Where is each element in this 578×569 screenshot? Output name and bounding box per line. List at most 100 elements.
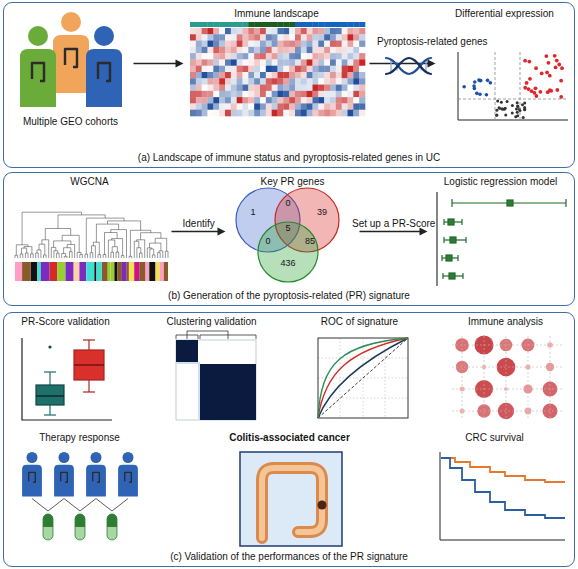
heatmap-cell xyxy=(336,85,342,92)
heatmap-cell xyxy=(283,72,289,79)
heatmap-cell xyxy=(283,41,289,48)
person-body xyxy=(86,465,106,497)
volcano-point xyxy=(514,115,517,118)
pill-capsule xyxy=(43,514,53,527)
heatmap-cell xyxy=(266,85,272,92)
heatmap-cell xyxy=(231,78,237,85)
heatmap-cell xyxy=(324,41,330,48)
module-color-bar xyxy=(149,262,155,281)
heatmap-cell xyxy=(359,85,365,92)
heatmap-cell xyxy=(219,78,225,85)
heatmap-cell xyxy=(283,66,289,73)
heatmap-cell xyxy=(301,59,307,66)
volcano-point xyxy=(504,113,507,116)
step-box: Immune analysis xyxy=(440,316,572,424)
pill-capsule xyxy=(75,514,85,540)
heatmap-cell xyxy=(243,78,249,85)
heatmap-cell xyxy=(283,97,289,104)
step-box: Colitis-associated cancer xyxy=(210,432,370,548)
heatmap-cell xyxy=(208,53,214,60)
step-title: Differential expression xyxy=(438,8,572,20)
heatmap-cell xyxy=(348,34,354,41)
volcano-point xyxy=(559,79,563,83)
person-head xyxy=(27,452,38,463)
heatmap-cell xyxy=(237,110,243,117)
annotation-bar xyxy=(348,22,354,27)
heatmap-cell xyxy=(330,34,336,41)
heatmap-cell xyxy=(295,97,301,104)
heatmap-cell xyxy=(330,110,336,117)
heatmap-cell xyxy=(260,34,266,41)
heatmap-cell xyxy=(353,72,359,79)
heatmap-cell xyxy=(260,59,266,66)
module-color-bar xyxy=(96,262,101,281)
consensus-matrix xyxy=(176,331,256,420)
roc-plot xyxy=(318,338,408,418)
arrow-head xyxy=(218,228,226,236)
arrow-line xyxy=(172,231,219,233)
heatmap-cell xyxy=(219,97,225,104)
annotation-bar xyxy=(190,22,196,27)
annotation-bar xyxy=(272,22,278,27)
heatmap-cell xyxy=(289,110,295,117)
heatmap-cell xyxy=(243,28,249,35)
annotation-bar xyxy=(283,22,289,27)
heatmap-cell xyxy=(324,59,330,66)
heatmap-cell xyxy=(243,66,249,73)
heatmap-cell xyxy=(202,85,208,92)
forest-plot xyxy=(465,237,466,243)
step-title: Multiple GEO cohorts xyxy=(10,116,132,128)
volcano-axes xyxy=(458,52,459,120)
annotation-bar xyxy=(219,22,225,27)
heatmap-cell xyxy=(353,110,359,117)
forest-plot xyxy=(446,255,452,261)
heatmap-cell xyxy=(313,53,319,60)
heatmap-cell xyxy=(190,66,196,73)
heatmap-cell xyxy=(272,53,278,60)
heatmap-cell xyxy=(342,72,348,79)
heatmap-cell xyxy=(266,53,272,60)
heatmap-cell xyxy=(359,78,365,85)
arrow-line xyxy=(134,63,177,65)
heatmap-cell xyxy=(295,72,301,79)
heatmap-cell xyxy=(243,110,249,117)
heatmap-cell xyxy=(260,97,266,104)
heatmap-cell xyxy=(336,72,342,79)
colon-icon xyxy=(32,63,44,81)
heatmap-cell xyxy=(278,97,284,104)
heatmap-cell xyxy=(219,91,225,98)
heatmap-cell xyxy=(272,110,278,117)
heatmap-cell xyxy=(213,59,219,66)
heatmap-cell xyxy=(295,59,301,66)
heatmap-cell xyxy=(196,72,202,79)
forest-plot xyxy=(507,200,513,206)
pill-capsule xyxy=(107,514,117,527)
heatmap-cell xyxy=(301,110,307,117)
flow-arrow xyxy=(134,60,184,68)
heatmap-cell xyxy=(243,103,249,110)
volcano-threshold xyxy=(458,52,568,120)
heatmap-cell xyxy=(219,103,225,110)
heatmap-cell xyxy=(359,59,365,66)
heatmap-cell xyxy=(272,97,278,104)
heatmap-cell xyxy=(307,28,313,35)
heatmap-cell xyxy=(190,78,196,85)
heatmap-cell xyxy=(213,34,219,41)
heatmap-cell xyxy=(213,110,219,117)
consensus-matrix xyxy=(176,340,256,420)
heatmap-cell xyxy=(225,66,231,73)
volcano-point xyxy=(516,101,519,104)
boxplot xyxy=(44,414,56,415)
heatmap-cell xyxy=(219,34,225,41)
heatmap-cell xyxy=(342,53,348,60)
heatmap-cell xyxy=(330,66,336,73)
module-color-bar xyxy=(57,262,65,281)
volcano-point xyxy=(523,86,527,90)
heatmap-cell xyxy=(248,78,254,85)
step-title: CRC survival xyxy=(420,432,570,444)
heatmap-cell xyxy=(336,78,342,85)
module-color-bar xyxy=(146,262,150,281)
forest-plot xyxy=(457,255,458,261)
heatmap-cell xyxy=(307,59,313,66)
heatmap-cell xyxy=(336,47,342,54)
